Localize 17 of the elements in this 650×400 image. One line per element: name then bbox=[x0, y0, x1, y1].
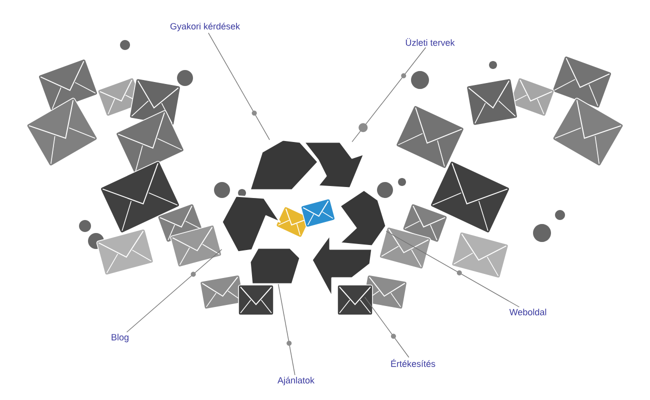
leader-line bbox=[364, 296, 410, 358]
label-text: Értékesítés bbox=[391, 359, 436, 367]
recycle-symbol-segment bbox=[249, 139, 319, 191]
label-text: Gyakori kérdések bbox=[170, 22, 240, 32]
leader-line bbox=[386, 230, 520, 308]
recycle-symbol-segment bbox=[339, 189, 387, 247]
leader-line bbox=[278, 284, 296, 376]
label-text: Üzleti tervek bbox=[406, 38, 455, 46]
leader-line bbox=[352, 47, 426, 142]
label-text: Blog bbox=[112, 334, 128, 342]
label-text: Ajánlatok bbox=[278, 376, 315, 386]
recycle-symbol-segment bbox=[249, 247, 301, 285]
recycle-symbol-segment bbox=[221, 195, 281, 253]
leader-line bbox=[126, 249, 222, 332]
leader-line bbox=[208, 32, 270, 140]
label-text: Weboldal bbox=[509, 308, 546, 316]
recycle-symbol-segment bbox=[303, 141, 365, 189]
